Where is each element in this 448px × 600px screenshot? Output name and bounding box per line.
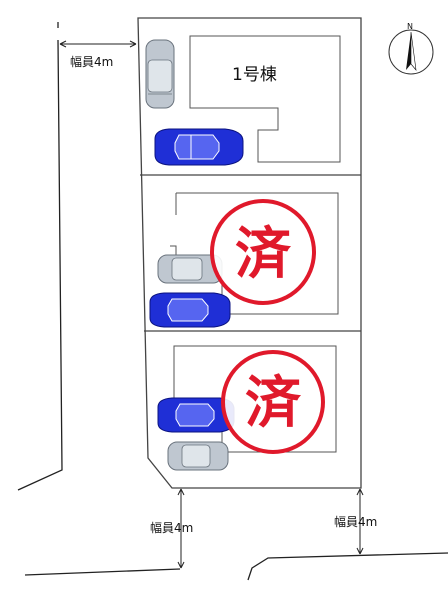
sold-stamp-lot-3: 済 (221, 350, 325, 454)
south-road-edge-east (247, 552, 448, 581)
parked-car-blue-1 (154, 128, 244, 166)
west-road-edge-far (17, 39, 63, 491)
parked-car-gray-3 (167, 441, 229, 471)
north-arrow-icon: N (388, 22, 434, 75)
lot-1-label: 1号棟 (232, 65, 277, 85)
road-width-label-southeast: 幅員4m (334, 514, 377, 529)
sold-stamp-text-lot-3: 済 (245, 371, 302, 436)
parked-car-blue-2 (149, 292, 231, 328)
roads (17, 22, 448, 581)
south-road-edge (24, 568, 181, 576)
arrow-head-southeast-top (356, 488, 364, 496)
dimension-markers (59, 40, 364, 569)
arrow-head-south-bottom (177, 561, 185, 569)
road-width-label-south: 幅員4m (150, 520, 193, 535)
arrow-head-west-left (59, 40, 67, 48)
arrow-head-south-top (177, 488, 185, 496)
arrow-head-west-right (129, 40, 137, 48)
arrow-head-southeast-bottom (356, 547, 364, 555)
road-width-label-west: 幅員4m (70, 54, 113, 69)
compass-label: N (407, 22, 413, 31)
sold-stamp-text-lot-2: 済 (235, 222, 292, 287)
parked-car-gray-1 (145, 39, 175, 109)
sold-stamp-lot-2: 済 (210, 199, 316, 305)
parked-car-blue-3 (157, 397, 235, 433)
building-footprint-1 (189, 35, 341, 163)
